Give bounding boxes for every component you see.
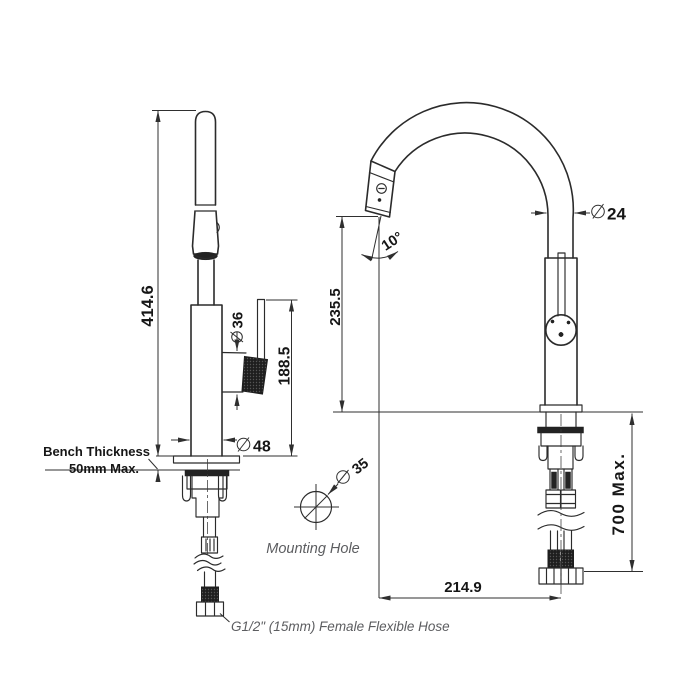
- handle-height-value: 188.5: [277, 346, 294, 385]
- front-view: [333, 101, 643, 597]
- side-spray-button: [215, 221, 220, 234]
- dim-spout-diameter: 24: [531, 203, 626, 224]
- side-handle-grip: [241, 355, 269, 395]
- hose-length-value: 700 Max.: [609, 453, 628, 536]
- hose-break-lines: [193, 553, 224, 566]
- handle-diameter-value: 36: [230, 312, 247, 329]
- front-handle-hub: [544, 313, 577, 346]
- spout-reach-value: 214.9: [444, 579, 482, 596]
- spray-angle-value: 10°: [379, 229, 406, 254]
- mounting-hole-detail: 35 Mounting Hole: [266, 456, 372, 557]
- dim-handle-diameter: 36: [230, 312, 247, 410]
- overall-height-value: 414.6: [139, 285, 157, 326]
- front-hose-knurl: [547, 549, 561, 569]
- body-diameter-value: 48: [253, 439, 271, 456]
- dim-overall-height: 414.6: [139, 110, 196, 456]
- hose-end-nut: [195, 601, 225, 617]
- hose-knurl: [201, 586, 219, 603]
- mounting-hole-diameter: 35: [349, 456, 372, 479]
- front-spray-head: [364, 160, 396, 218]
- side-handle-lever: [256, 298, 266, 363]
- side-spout-tube: [194, 110, 217, 206]
- front-spout-arch: [370, 101, 575, 259]
- side-body: [190, 304, 223, 457]
- hose-callout: G1/2" (15mm) Female Flexible Hose: [219, 613, 450, 634]
- spout-height-value: 235.5: [327, 288, 344, 326]
- dim-spout-height: 235.5: [327, 216, 378, 412]
- dim-bench-thickness: Bench Thickness 50mm Max.: [43, 444, 161, 482]
- spout-diameter-value: 24: [607, 205, 626, 224]
- front-spray-button: [376, 183, 387, 194]
- side-view: [45, 110, 269, 617]
- dim-spout-reach: 214.9: [379, 579, 561, 601]
- mounting-hole-label: Mounting Hole: [266, 541, 360, 557]
- dim-handle-height: 188.5: [243, 299, 298, 457]
- front-handle-lever: [557, 252, 566, 317]
- dim-hose-length: 700 Max.: [584, 413, 643, 572]
- bench-thickness-label: Bench Thickness: [43, 444, 150, 459]
- side-spray-head: [191, 210, 220, 255]
- dim-spray-angle: 10°: [361, 215, 406, 598]
- dim-body-diameter: 48: [171, 437, 271, 456]
- bench-thickness-value: 50mm Max.: [69, 461, 139, 476]
- hose-label: G1/2" (15mm) Female Flexible Hose: [231, 619, 450, 634]
